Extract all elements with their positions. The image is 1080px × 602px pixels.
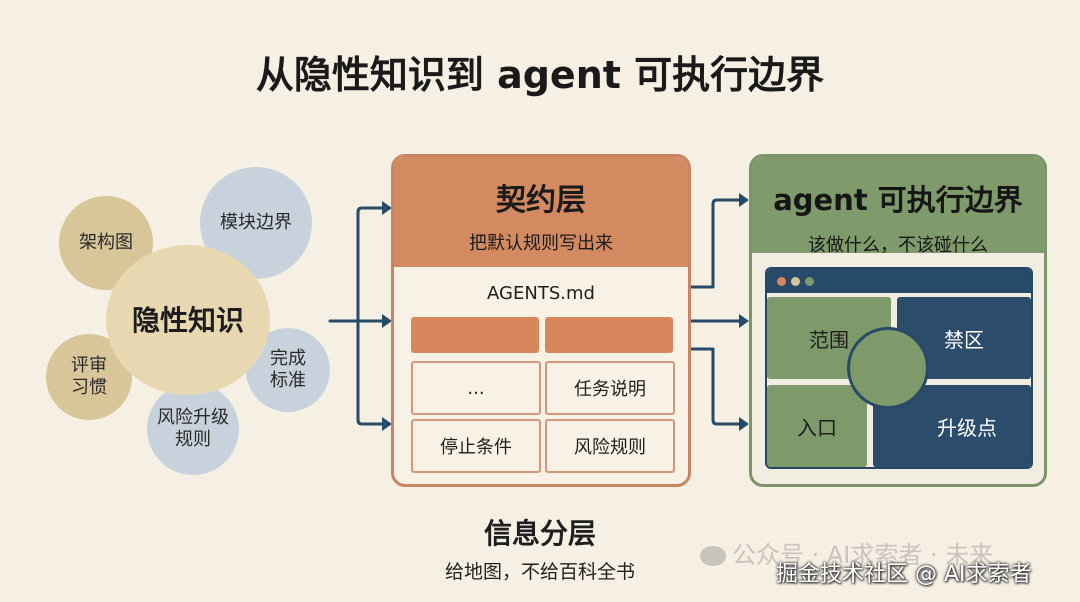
wechat-icon: [700, 546, 726, 566]
contract-layer-panel: 契约层 把默认规则写出来 AGENTS.md ... 任务说明 停止条件 风险规…: [391, 154, 691, 487]
arrow-right-lower: [686, 347, 747, 426]
bubble-risk-rules: 风险升级 规则: [147, 383, 239, 475]
contract-title: 契约层: [496, 183, 586, 218]
footer-subtitle: 给地图，不给百科全书: [444, 561, 635, 583]
arrowhead-left-lower: [382, 417, 392, 431]
bubble-tacit-knowledge: 隐性知识: [106, 245, 270, 395]
arrow-left-upper: [356, 206, 390, 323]
header-bar-left: [411, 317, 539, 353]
window-titlebar: [767, 269, 1031, 293]
wechat-watermark: 公众号 · AI求索者 · 未来: [700, 535, 993, 570]
agents-md-label: AGENTS.md: [487, 283, 595, 304]
window-dot-icon: [777, 277, 786, 286]
juejin-watermark: 掘金技术社区 @ AI求索者: [776, 562, 1032, 587]
boundary-window: 范围 禁区 入口 升级点: [765, 267, 1033, 469]
arrowhead-left-mid: [382, 314, 392, 328]
contract-cell-stop: 停止条件: [411, 419, 541, 473]
contract-cell-ellipsis: ...: [411, 361, 541, 415]
window-dot-icon: [791, 277, 800, 286]
window-dot-icon: [805, 277, 814, 286]
header-bar-right: [545, 317, 673, 353]
boundary-subtitle: 该做什么，不该碰什么: [808, 235, 988, 256]
arrow-left-lower: [356, 319, 390, 426]
contract-header: 契约层 把默认规则写出来: [394, 157, 688, 267]
page-title: 从隐性知识到 agent 可执行边界: [255, 53, 825, 97]
footer-title: 信息分层: [483, 517, 596, 550]
arrowhead-left-upper: [382, 201, 392, 215]
contract-cell-task: 任务说明: [545, 361, 675, 415]
contract-subtitle: 把默认规则写出来: [469, 233, 613, 254]
arrowhead-right-mid: [739, 314, 749, 328]
center-circle: [847, 327, 929, 409]
contract-cell-risk: 风险规则: [545, 419, 675, 473]
boundary-header: agent 可执行边界 该做什么，不该碰什么: [752, 157, 1044, 256]
quadrant-entry: 入口: [767, 385, 867, 467]
agent-boundary-panel: agent 可执行边界 该做什么，不该碰什么 范围 禁区 入口 升级点: [749, 154, 1047, 487]
arrowhead-right-lower: [739, 417, 749, 431]
arrowhead-right-upper: [739, 193, 749, 207]
boundary-title: agent 可执行边界: [773, 183, 1023, 217]
arrow-right-upper: [686, 198, 747, 289]
